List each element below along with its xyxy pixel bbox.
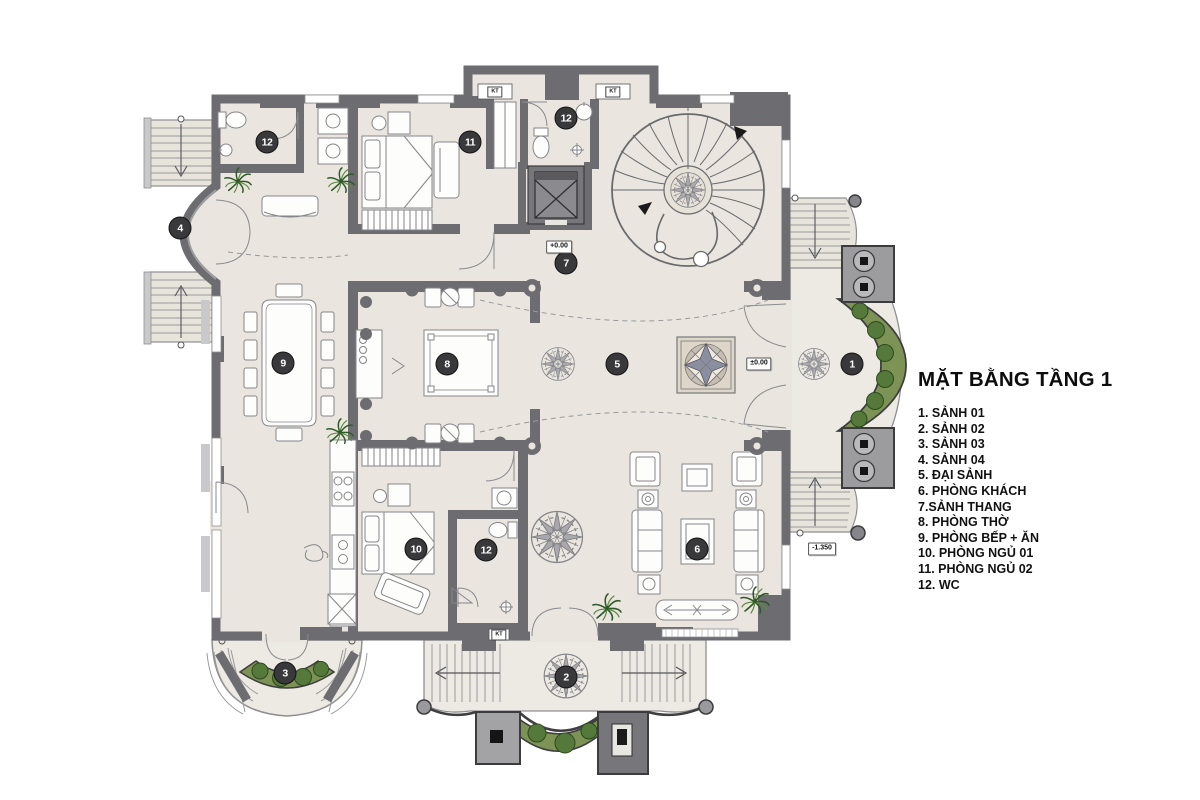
- porch2-bushes: [527, 722, 598, 754]
- porch3-side-walls: [215, 650, 359, 703]
- porch3-bushes: [251, 661, 329, 687]
- elevator: [527, 165, 585, 225]
- hall-mosaic: [676, 336, 736, 394]
- porch1-bottom-treads: [788, 477, 850, 528]
- porch1-pedestals: [841, 245, 895, 489]
- columns: [360, 279, 766, 455]
- window-hatch: [665, 629, 733, 637]
- window-sills: [201, 300, 210, 592]
- porch2-pedestal-right: [597, 711, 649, 775]
- porch1-bushes: [850, 302, 894, 428]
- porch1-planter: [835, 298, 907, 432]
- door-swings: [215, 101, 787, 661]
- guide-arcs: [227, 251, 769, 433]
- exterior-porches: [143, 115, 907, 775]
